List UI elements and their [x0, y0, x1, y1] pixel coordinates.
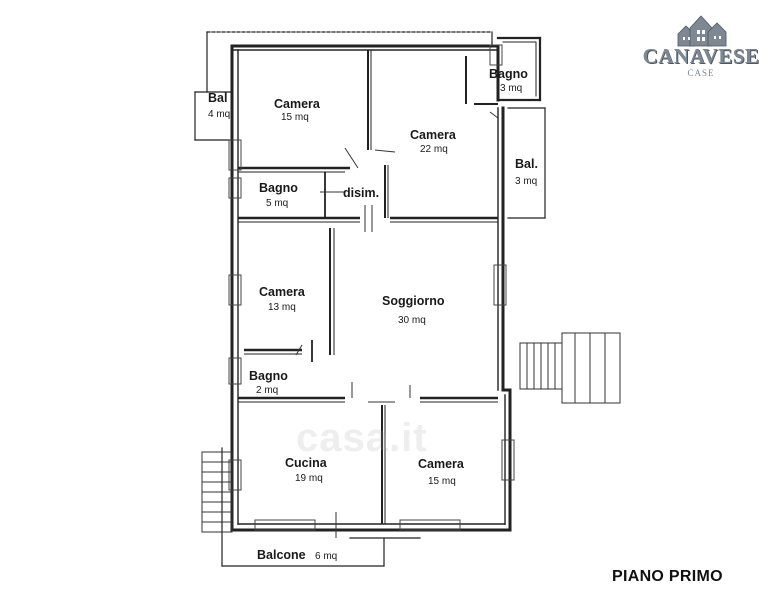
room-cucina-area: 19 mq — [295, 473, 323, 484]
logo-sub: CASE — [687, 68, 715, 78]
interior-walls — [238, 50, 498, 524]
room-soggiorno-name: Soggiorno — [382, 294, 445, 308]
outer-walls — [194, 31, 546, 567]
houses-icon — [677, 15, 727, 47]
windows — [228, 44, 515, 531]
room-bal-right-area: 3 mq — [515, 176, 537, 187]
room-bagno-small-name: Bagno — [249, 369, 288, 383]
room-camera-4-area: 15 mq — [428, 476, 456, 487]
floor-label: PIANO PRIMO — [612, 568, 723, 585]
room-balcone-name: Balcone — [257, 548, 306, 562]
room-labels: Camera 15 mq Bagno 3 mq Bal 4 mq Camera … — [208, 67, 538, 562]
room-bal-left-area: 4 mq — [208, 109, 230, 120]
room-soggiorno-area: 30 mq — [398, 315, 426, 326]
watermark: casa.it — [296, 416, 428, 460]
room-bagno-top-name: Bagno — [489, 67, 528, 81]
room-camera-1-name: Camera — [274, 97, 321, 111]
stairs-left — [201, 451, 233, 533]
room-camera-3-name: Camera — [259, 285, 306, 299]
room-camera-2-area: 22 mq — [420, 144, 448, 155]
room-disim-name: disim. — [343, 186, 379, 200]
room-bal-right-name: Bal. — [515, 157, 538, 171]
room-bagno-small-area: 2 mq — [256, 385, 278, 396]
door-swings — [295, 111, 499, 538]
room-bagno-mid-name: Bagno — [259, 181, 298, 195]
room-camera-2-name: Camera — [410, 128, 457, 142]
room-bagno-top-area: 3 mq — [500, 83, 522, 94]
room-bal-left-name: Bal — [208, 91, 227, 105]
room-cucina-name: Cucina — [285, 456, 328, 470]
logo-brand: CANAVESE — [642, 44, 760, 68]
stairs-right — [519, 332, 621, 404]
room-camera-1-area: 15 mq — [281, 112, 309, 123]
room-camera-4-name: Camera — [418, 457, 465, 471]
room-bagno-mid-area: 5 mq — [266, 198, 288, 209]
room-camera-3-area: 13 mq — [268, 302, 296, 313]
canavese-case-logo: CANAVESE CASE — [640, 10, 762, 88]
room-balcone-area: 6 mq — [315, 551, 337, 562]
